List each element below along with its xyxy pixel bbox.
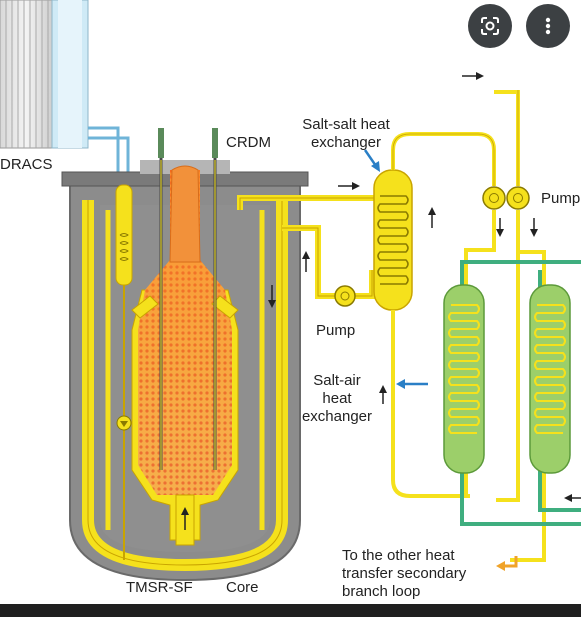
air-loop-piping bbox=[460, 260, 581, 526]
dracs-label: DRACS bbox=[0, 156, 53, 173]
orange-branch-arrow bbox=[496, 556, 518, 571]
salt-air-hx-label: Salt-air heat exchanger bbox=[292, 372, 382, 426]
other-branch-label: To the other heat transfer secondary bra… bbox=[342, 547, 466, 601]
control-rods bbox=[158, 128, 218, 470]
secondary-pumps bbox=[482, 186, 530, 210]
crdm-label: CRDM bbox=[226, 134, 271, 151]
primary-pump bbox=[334, 285, 356, 307]
other-branch-label-line3: branch loop bbox=[342, 583, 421, 600]
other-branch-label-line1: To the other heat bbox=[342, 547, 455, 564]
flow-arrows-primary bbox=[302, 182, 360, 272]
salt-salt-hx-label-line1: Salt-salt heat bbox=[302, 116, 390, 133]
core-label: Core bbox=[226, 579, 259, 596]
salt-salt-hx-label: Salt-salt heat exchanger bbox=[296, 116, 396, 152]
tmsr-sf-label: TMSR-SF bbox=[126, 579, 193, 596]
salt-salt-heat-exchanger bbox=[373, 169, 436, 311]
more-options-button[interactable] bbox=[526, 4, 570, 48]
salt-air-hx-label-line2: heat bbox=[322, 390, 352, 407]
flow-arrows-secondary bbox=[379, 72, 581, 502]
other-branch-label-line2: transfer secondary bbox=[342, 565, 467, 582]
more-vertical-icon bbox=[545, 17, 551, 35]
salt-air-heat-exchanger-2 bbox=[529, 284, 571, 474]
lens-button[interactable] bbox=[468, 4, 512, 48]
primary-loop-piping bbox=[237, 195, 380, 299]
salt-air-hx-label-line1: Salt-air bbox=[313, 372, 361, 389]
secondary-pump-label: Pump bbox=[541, 190, 581, 207]
salt-salt-hx-label-line2: exchanger bbox=[310, 134, 382, 151]
secondary-loop-outline bbox=[392, 90, 519, 186]
dracs-heat-exchanger bbox=[115, 184, 133, 560]
bottom-bar bbox=[0, 604, 581, 617]
dracs-unit bbox=[0, 0, 89, 149]
primary-pump-label: Pump bbox=[316, 322, 356, 339]
blue-pointer-arrows bbox=[363, 149, 428, 389]
salt-air-heat-exchanger-1 bbox=[443, 284, 485, 474]
salt-air-hx-label-line3: exchanger bbox=[301, 408, 373, 425]
reactor-vessel bbox=[61, 160, 309, 582]
google-lens-icon bbox=[481, 17, 499, 35]
